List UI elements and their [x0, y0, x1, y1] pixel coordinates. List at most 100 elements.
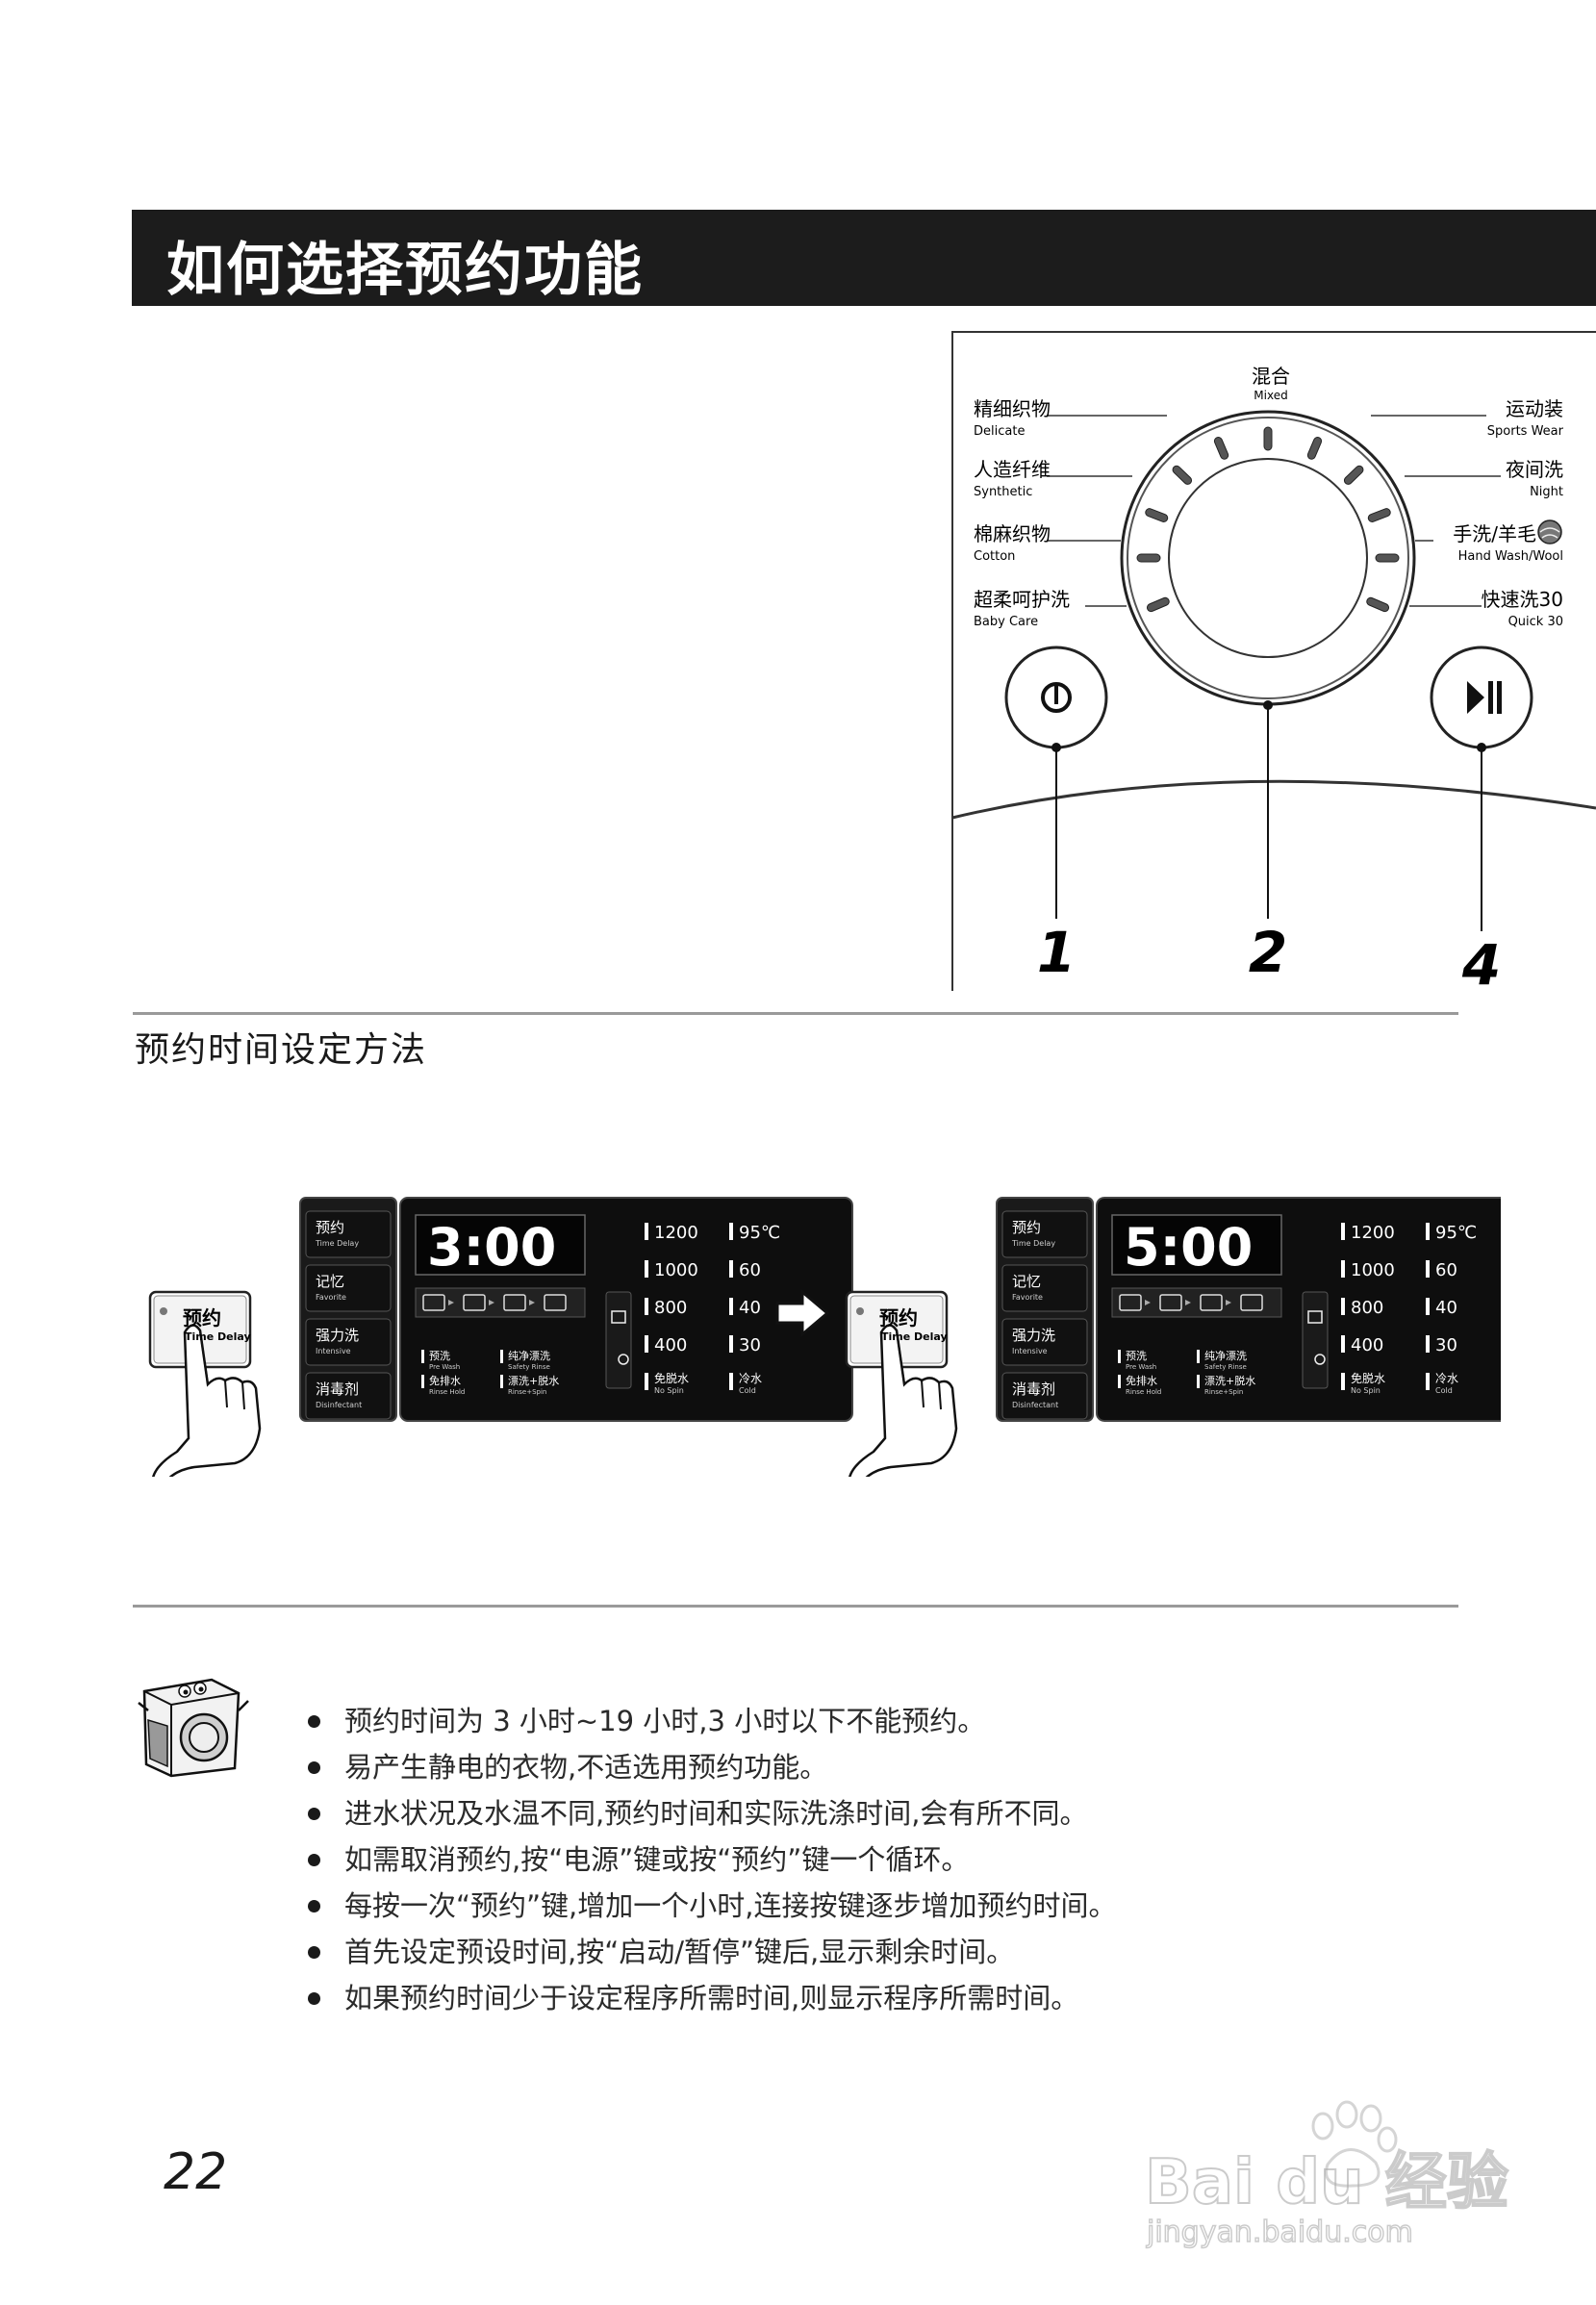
- temperature-label: 30: [1435, 1335, 1457, 1355]
- wool-icon: [1537, 519, 1562, 545]
- option-label: 纯净漂洗: [1204, 1349, 1247, 1362]
- bullet-icon: [308, 1854, 320, 1866]
- no-spin-label: 免脱水: [654, 1371, 689, 1385]
- spin-speed-label: 400: [654, 1335, 687, 1355]
- bullet-icon: [308, 1761, 320, 1774]
- program-label-mixed: 混合: [1252, 365, 1290, 388]
- side-button-sublabel: Intensive: [1012, 1347, 1048, 1355]
- side-button[interactable]: [1001, 1318, 1088, 1366]
- wash-stage-icon: [544, 1294, 567, 1311]
- side-button[interactable]: [1001, 1372, 1088, 1420]
- side-button-label: 记忆: [1012, 1273, 1041, 1290]
- dial-tick: [1375, 553, 1400, 563]
- side-button[interactable]: [1001, 1264, 1088, 1312]
- section-title-bar: 如何选择预约功能: [132, 210, 1596, 306]
- temperature-label: 60: [1435, 1260, 1457, 1280]
- dial-tick: [1306, 436, 1323, 460]
- option-sublabel: Rinse Hold: [429, 1388, 465, 1396]
- program-label-sports-en: Sports Wear: [1487, 424, 1564, 439]
- program-label-night: 夜间洗: [1506, 458, 1563, 481]
- option-sublabel: Pre Wash: [1126, 1363, 1156, 1371]
- program-label-babycare: 超柔呵护洗: [974, 588, 1070, 611]
- side-button-label: 预约: [316, 1219, 344, 1236]
- wash-stage-icon: [422, 1294, 445, 1311]
- key-icon: [1314, 1354, 1326, 1365]
- dial-tick: [1172, 465, 1193, 485]
- program-label-cotton-en: Cotton: [974, 549, 1015, 564]
- dial-tick: [1263, 426, 1273, 451]
- spin-speed-label: 800: [654, 1298, 687, 1318]
- hand-press-illustration-2: 预约 Time Delay: [845, 1290, 958, 1477]
- spin-speed-label: 800: [1351, 1298, 1383, 1318]
- no-spin-sublabel: No Spin: [1351, 1386, 1381, 1395]
- option-sublabel: Safety Rinse: [508, 1363, 550, 1371]
- watermark-url: jingyan.baidu.com: [1146, 2216, 1413, 2249]
- washing-machine-mascot-icon: [138, 1678, 249, 1778]
- side-button-sublabel: Intensive: [316, 1347, 351, 1355]
- program-label-sports: 运动装: [1506, 397, 1563, 420]
- side-button-sublabel: Disinfectant: [1012, 1401, 1058, 1409]
- program-label-babycare-en: Baby Care: [974, 615, 1038, 629]
- option-label: 漂洗+脱水: [508, 1374, 559, 1387]
- option-sublabel: Rinse+Spin: [508, 1388, 546, 1396]
- program-label-synthetic: 人造纤维: [974, 458, 1051, 481]
- side-button-label: 记忆: [316, 1273, 344, 1290]
- child-lock-icon: [611, 1310, 626, 1324]
- wash-stage-icon: [463, 1294, 486, 1311]
- spin-speed-label: 1000: [1351, 1260, 1395, 1280]
- side-button[interactable]: [305, 1372, 392, 1420]
- program-label-quick30: 快速洗30: [1482, 588, 1563, 611]
- wash-stage-icon: [1119, 1294, 1142, 1311]
- bullet-icon: [308, 1715, 320, 1728]
- dial-tick: [1146, 596, 1170, 613]
- no-spin-sublabel: No Spin: [654, 1386, 684, 1395]
- option-label: 预洗: [1126, 1350, 1147, 1362]
- side-button-label: 消毒剂: [1012, 1380, 1055, 1398]
- side-button-sublabel: Favorite: [316, 1293, 346, 1302]
- side-button[interactable]: [305, 1264, 392, 1312]
- side-button-label: 消毒剂: [316, 1380, 359, 1398]
- callout-2: 2: [1249, 920, 1287, 985]
- wash-stage-icon: [1159, 1294, 1182, 1311]
- temperature-label: 60: [739, 1260, 761, 1280]
- option-sublabel: Safety Rinse: [1204, 1363, 1247, 1371]
- key-icon: [618, 1354, 629, 1365]
- spin-speed-label: 400: [1351, 1335, 1383, 1355]
- temperature-label: 95℃: [739, 1223, 780, 1243]
- cold-label: 冷水: [1435, 1372, 1458, 1385]
- page-number: 22: [164, 2143, 228, 2201]
- bullet-icon: [308, 1808, 320, 1820]
- watermark-brand: Bai du 经验: [1145, 2147, 1508, 2218]
- spin-speed-label: 1200: [1351, 1223, 1395, 1243]
- option-label: 免排水: [1126, 1374, 1157, 1387]
- side-button[interactable]: [305, 1210, 392, 1258]
- side-button[interactable]: [1001, 1210, 1088, 1258]
- spin-speed-label: 1200: [654, 1223, 698, 1243]
- option-label: 免排水: [429, 1374, 461, 1387]
- time-display: 3:00: [427, 1217, 556, 1278]
- arrow-icon: [775, 1288, 830, 1338]
- program-label-delicate: 精细织物: [974, 397, 1051, 420]
- wash-stage-icon: [1240, 1294, 1263, 1311]
- press-button-cn: 预约: [183, 1306, 221, 1330]
- side-button-label: 强力洗: [1012, 1327, 1055, 1344]
- option-label: 预洗: [429, 1350, 450, 1362]
- child-lock-icon: [1307, 1310, 1323, 1324]
- power-button[interactable]: [1004, 646, 1108, 749]
- side-button-sublabel: Time Delay: [1011, 1239, 1055, 1248]
- start-pause-button[interactable]: [1430, 646, 1533, 749]
- side-button-label: 强力洗: [316, 1327, 359, 1344]
- cold-sublabel: Cold: [739, 1386, 756, 1395]
- program-label-handwash: 手洗/羊毛: [1453, 522, 1536, 545]
- dial-tick: [1145, 508, 1169, 522]
- cold-sublabel: Cold: [1435, 1386, 1453, 1395]
- bullet-icon: [308, 1992, 320, 2005]
- temperature-label: 30: [739, 1335, 761, 1355]
- program-dial[interactable]: [1120, 410, 1416, 706]
- side-button-sublabel: Disinfectant: [316, 1401, 362, 1409]
- press-button-en: Time Delay: [185, 1330, 251, 1343]
- dial-tick: [1366, 596, 1390, 613]
- side-button[interactable]: [305, 1318, 392, 1366]
- option-sublabel: Pre Wash: [429, 1363, 460, 1371]
